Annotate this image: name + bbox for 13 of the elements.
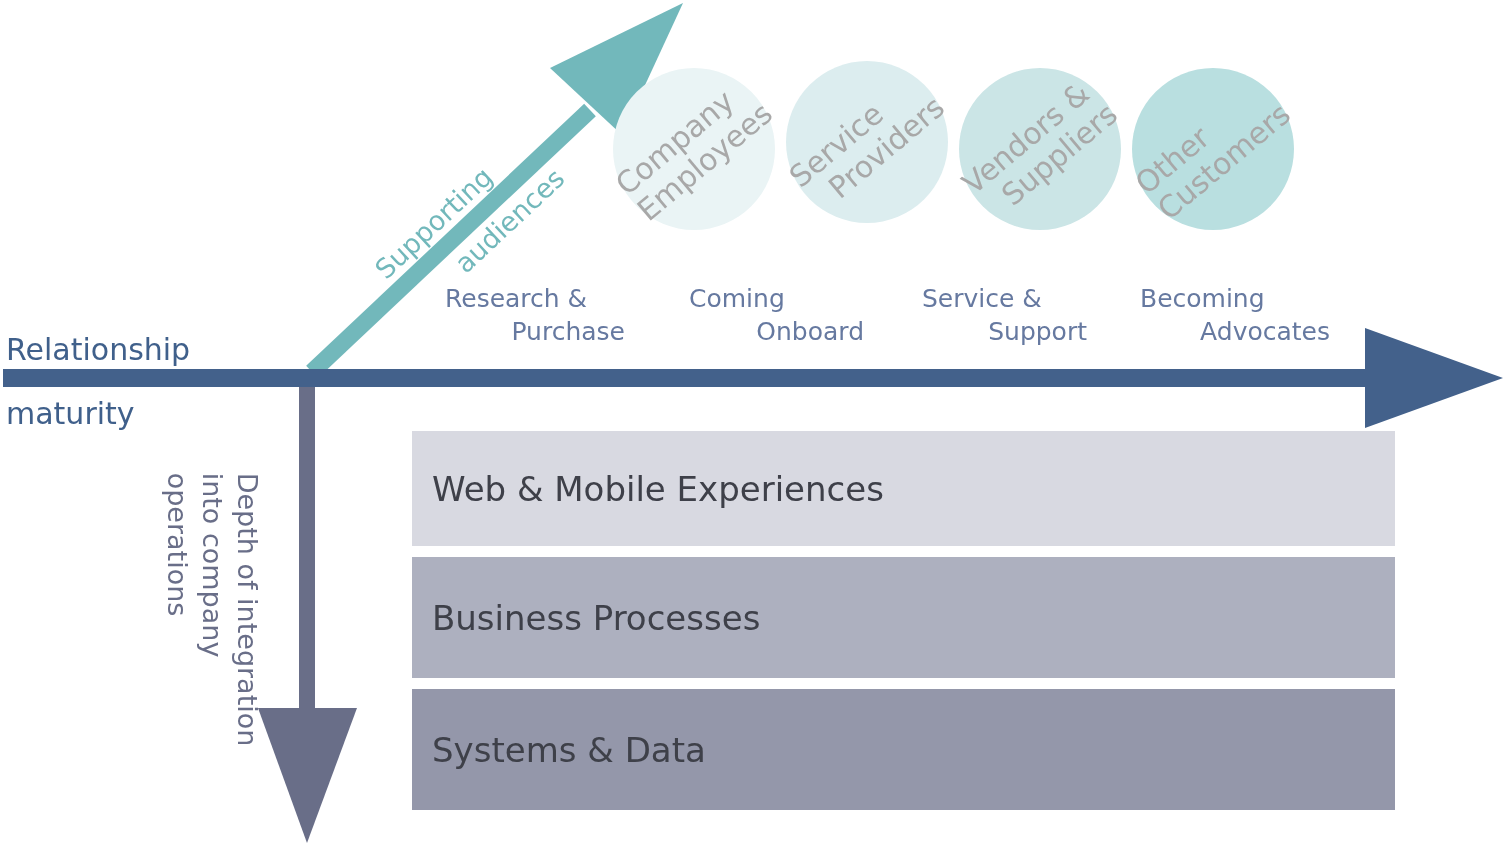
axis-label: Relationship: [6, 331, 192, 369]
layer-band: [412, 689, 1395, 810]
stage-label: Coming Onboard: [689, 283, 864, 348]
layer-label: Systems & Data: [432, 729, 706, 770]
axis-label: Depth of integration into company operations: [160, 472, 264, 749]
layer-label: Business Processes: [432, 597, 761, 638]
layer-label: Web & Mobile Experiences: [432, 468, 884, 509]
layer-band: [412, 431, 1395, 546]
stage-label: Becoming Advocates: [1140, 283, 1330, 348]
axis-label: maturity: [6, 395, 136, 433]
layer-band: [412, 557, 1395, 678]
stage-label: Service & Support: [922, 283, 1087, 348]
stage-label: Research & Purchase: [445, 283, 625, 348]
